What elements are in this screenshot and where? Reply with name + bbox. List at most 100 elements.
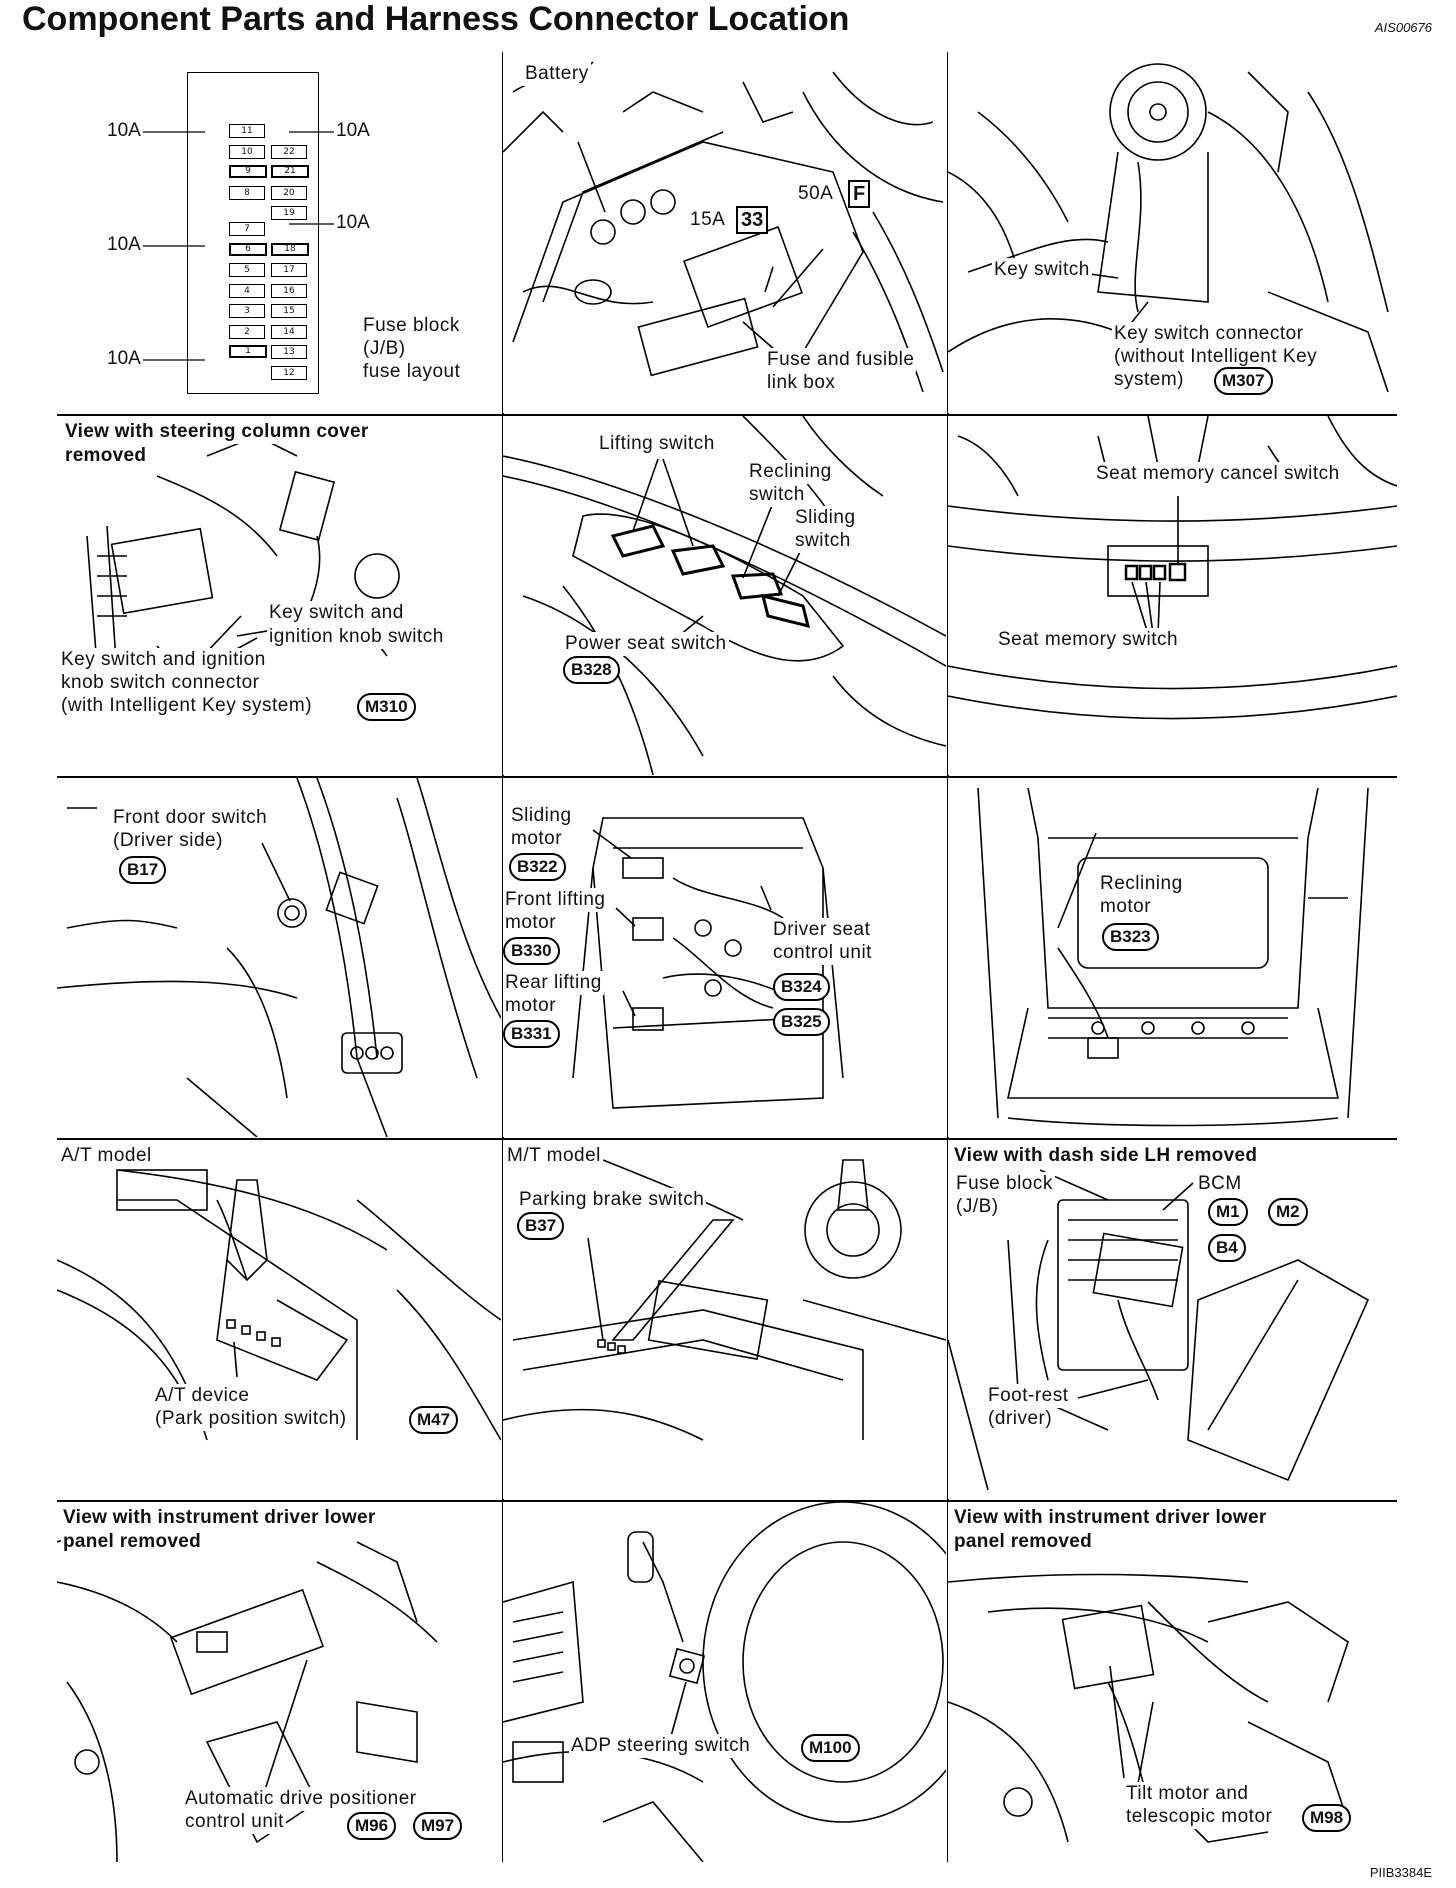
figure-code: PIIB3384E <box>1369 1865 1432 1880</box>
parking-brake-switch-label: Parking brake switch <box>517 1188 707 1212</box>
tilt-motor-heading: panel removed <box>952 1530 1095 1554</box>
foot-rest-label: (driver) <box>986 1407 1055 1431</box>
connector-b323: B323 <box>1102 923 1159 951</box>
panel-mt-model: M/T model Parking brake switch B37 <box>503 1140 946 1499</box>
fuse-amp-label: 10A <box>107 120 141 141</box>
ignition-connector-label: (with Intelligent Key system) <box>59 694 315 718</box>
reclining-motor-label: Reclining <box>1098 872 1185 896</box>
reclining-motor-label: motor <box>1098 895 1154 919</box>
fuse-block-caption: (J/B) <box>363 338 406 359</box>
fuse-amp-label: 10A <box>336 120 370 141</box>
power-seat-switch-label: Power seat switch <box>563 632 729 656</box>
adp-unit-illustration <box>57 1521 438 1862</box>
seat-memory-switch-label: Seat memory switch <box>996 628 1181 652</box>
fuse-slot: 22 <box>271 144 307 159</box>
connector-b330: B330 <box>503 937 560 965</box>
steering-column-heading: View with steering column cover <box>63 420 371 444</box>
panel-steering-column: View with steering column cover removed … <box>57 416 501 775</box>
dash-side-heading: View with dash side LH removed <box>952 1144 1260 1168</box>
fuse-slot: 13 <box>271 345 307 359</box>
grid-divider-horizontal <box>57 414 1397 416</box>
at-model-heading: A/T model <box>59 1144 154 1168</box>
ignition-switch-label: Key switch and <box>267 601 406 625</box>
fuse-slot: 21 <box>271 165 309 178</box>
ignition-connector-label: Key switch and ignition <box>59 648 268 672</box>
page-title: Component Parts and Harness Connector Lo… <box>22 0 850 38</box>
dash-fuse-block-label: (J/B) <box>954 1195 1001 1219</box>
panel-key-switch: Key switch Key switch connector (without… <box>948 52 1397 413</box>
panel-seat-memory: Seat memory cancel switch Seat memory sw… <box>948 416 1397 775</box>
dash-side-illustration <box>948 1169 1370 1491</box>
connector-m98: M98 <box>1302 1804 1352 1832</box>
key-switch-connector-label: system) <box>1112 368 1186 392</box>
fuse-slot: 17 <box>271 263 307 277</box>
fuse-15a-label: 15A <box>688 208 728 232</box>
connector-b37: B37 <box>517 1212 565 1240</box>
fuse-block-caption: fuse layout <box>363 361 461 382</box>
connector-b4: B4 <box>1208 1234 1246 1262</box>
fuse-15a-code: 33 <box>736 206 769 234</box>
sliding-switch-label: Sliding <box>793 506 858 530</box>
front-door-switch-label: Front door switch <box>111 806 270 830</box>
fuse-slot: 5 <box>229 263 265 277</box>
seat-memory-illustration <box>948 416 1397 720</box>
fuse-slot: 2 <box>229 324 265 339</box>
key-switch-connector-label: Key switch connector <box>1112 322 1306 346</box>
fuse-slot: 7 <box>229 222 265 236</box>
connector-m47: M47 <box>409 1406 459 1434</box>
fuse-slot: 15 <box>271 304 307 318</box>
front-lifting-motor-label: motor <box>503 911 559 935</box>
grid-divider-horizontal <box>57 776 1397 778</box>
sliding-switch-label: switch <box>793 529 853 553</box>
rear-lifting-motor-label: Rear lifting <box>503 971 604 995</box>
connector-b328: B328 <box>563 656 620 684</box>
seat-memory-cancel-label: Seat memory cancel switch <box>1094 462 1342 486</box>
fuse-slot: 9 <box>229 165 267 178</box>
adp-control-unit-label: control unit <box>183 1810 286 1834</box>
fuse-amp-label: 10A <box>107 234 141 255</box>
grid-divider-horizontal <box>57 1138 1397 1140</box>
connector-m100: M100 <box>801 1734 860 1762</box>
panel-seat-motors: Sliding motor B322 Front lifting motor B… <box>503 778 946 1137</box>
foot-rest-label: Foot-rest <box>986 1384 1071 1408</box>
panel-tilt-motor: View with instrument driver lower panel … <box>948 1502 1397 1862</box>
connector-m96: M96 <box>347 1812 397 1840</box>
panel-dash-side: View with dash side LH removed Fuse bloc… <box>948 1140 1397 1499</box>
connector-m1: M1 <box>1208 1198 1248 1226</box>
fuse-slot: 6 <box>229 242 267 256</box>
panel-front-door-switch: Front door switch (Driver side) B17 <box>57 778 501 1137</box>
fuse-box-label: Fuse and fusible <box>765 348 917 372</box>
mt-model-illustration <box>503 1159 946 1441</box>
fuse-block-caption: Fuse block <box>363 315 460 336</box>
fuse-slot: 16 <box>271 283 307 298</box>
connector-b322: B322 <box>509 853 566 881</box>
connector-m310: M310 <box>357 693 416 721</box>
fuse-slot: 19 <box>271 205 307 220</box>
rear-lifting-motor-label: motor <box>503 994 559 1018</box>
panel-power-seat-switch: Lifting switch Reclining switch Sliding … <box>503 416 946 775</box>
ignition-switch-label: ignition knob switch <box>267 625 446 649</box>
bcm-label: BCM <box>1196 1172 1244 1196</box>
fuse-slot: 11 <box>229 124 265 138</box>
steering-column-heading: removed <box>63 444 149 468</box>
connector-b324: B324 <box>773 973 830 1001</box>
adp-unit-heading: View with instrument driver lower <box>61 1506 378 1530</box>
fuse-box-label: link box <box>765 371 838 395</box>
document-code: AIS00676 <box>1374 20 1432 35</box>
reclining-switch-label: switch <box>747 483 807 507</box>
front-door-switch-label: (Driver side) <box>111 829 225 853</box>
seat-control-unit-label: control unit <box>771 941 874 965</box>
ignition-connector-label: knob switch connector <box>59 671 262 695</box>
panel-at-model: A/T model A/T device (Park position swit… <box>57 1140 501 1499</box>
tilt-motor-label: Tilt motor and <box>1124 1782 1251 1806</box>
battery-label: Battery <box>523 62 591 86</box>
front-lifting-motor-label: Front lifting <box>503 888 608 912</box>
tilt-motor-label: telescopic motor <box>1124 1805 1275 1829</box>
at-device-label: A/T device <box>153 1384 252 1408</box>
fuse-slot: 1 <box>229 345 267 358</box>
dash-fuse-block-label: Fuse block <box>954 1172 1055 1196</box>
adp-control-unit-label: Automatic drive positioner <box>183 1787 419 1811</box>
tilt-motor-heading: View with instrument driver lower <box>952 1506 1269 1530</box>
reclining-motor-illustration <box>977 787 1369 1127</box>
